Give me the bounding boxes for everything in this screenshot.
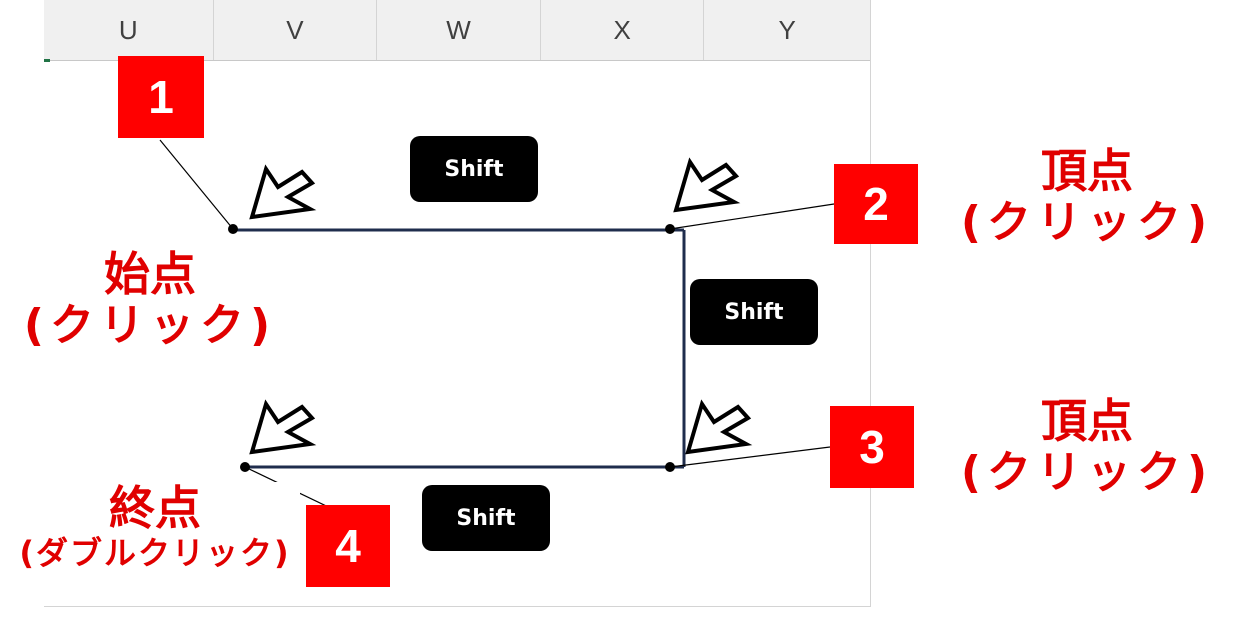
selected-cell-indicator [44,59,50,62]
leader-line-3 [669,446,831,468]
step-badge-4: 4 [306,505,390,587]
column-header-x[interactable]: X [541,0,705,60]
leader-line-2 [669,203,835,230]
shift-key-right: Shift [690,279,818,345]
column-header-v[interactable]: V [214,0,378,60]
step-badge-3: 3 [830,406,914,488]
shift-key-bottom: Shift [422,485,550,551]
step-badge-1: 1 [118,56,204,138]
vertex-bottom-label-title: 頂点 [1041,394,1133,448]
cursor-arrow-icon [674,160,738,212]
vertex-point-bottom [665,462,675,472]
end-point-label-title: 終点 [109,481,201,535]
column-header-y[interactable]: Y [778,14,796,45]
vertex-bottom-label-action: (クリック) [960,446,1214,498]
end-point-label: 終点 (ダブルクリック) [10,482,300,572]
cursor-arrow-icon [250,167,314,219]
step-badge-2: 2 [834,164,918,244]
column-header-w[interactable]: W [377,0,541,60]
leader-line-1 [159,139,234,230]
cursor-arrow-icon [686,402,750,454]
vertex-top-label: 頂点 (クリック) [942,144,1232,249]
end-point-label-action: (ダブルクリック) [19,533,291,572]
end-point [240,462,250,472]
start-point-label: 始点 (クリック) [0,247,300,352]
vertex-top-label-action: (クリック) [960,196,1214,248]
start-point-label-action: (クリック) [23,299,277,351]
cursor-arrow-icon [250,402,314,454]
column-header-u[interactable]: U [44,0,214,60]
vertex-top-label-title: 頂点 [1041,144,1133,198]
start-point-label-title: 始点 [104,247,196,301]
shift-key-top: Shift [410,136,538,202]
drawn-polyline [233,228,686,469]
vertex-point-top [665,224,675,234]
start-point [228,224,238,234]
column-header-row: U V W X Y [44,0,870,62]
vertex-bottom-label: 頂点 (クリック) [942,394,1232,499]
